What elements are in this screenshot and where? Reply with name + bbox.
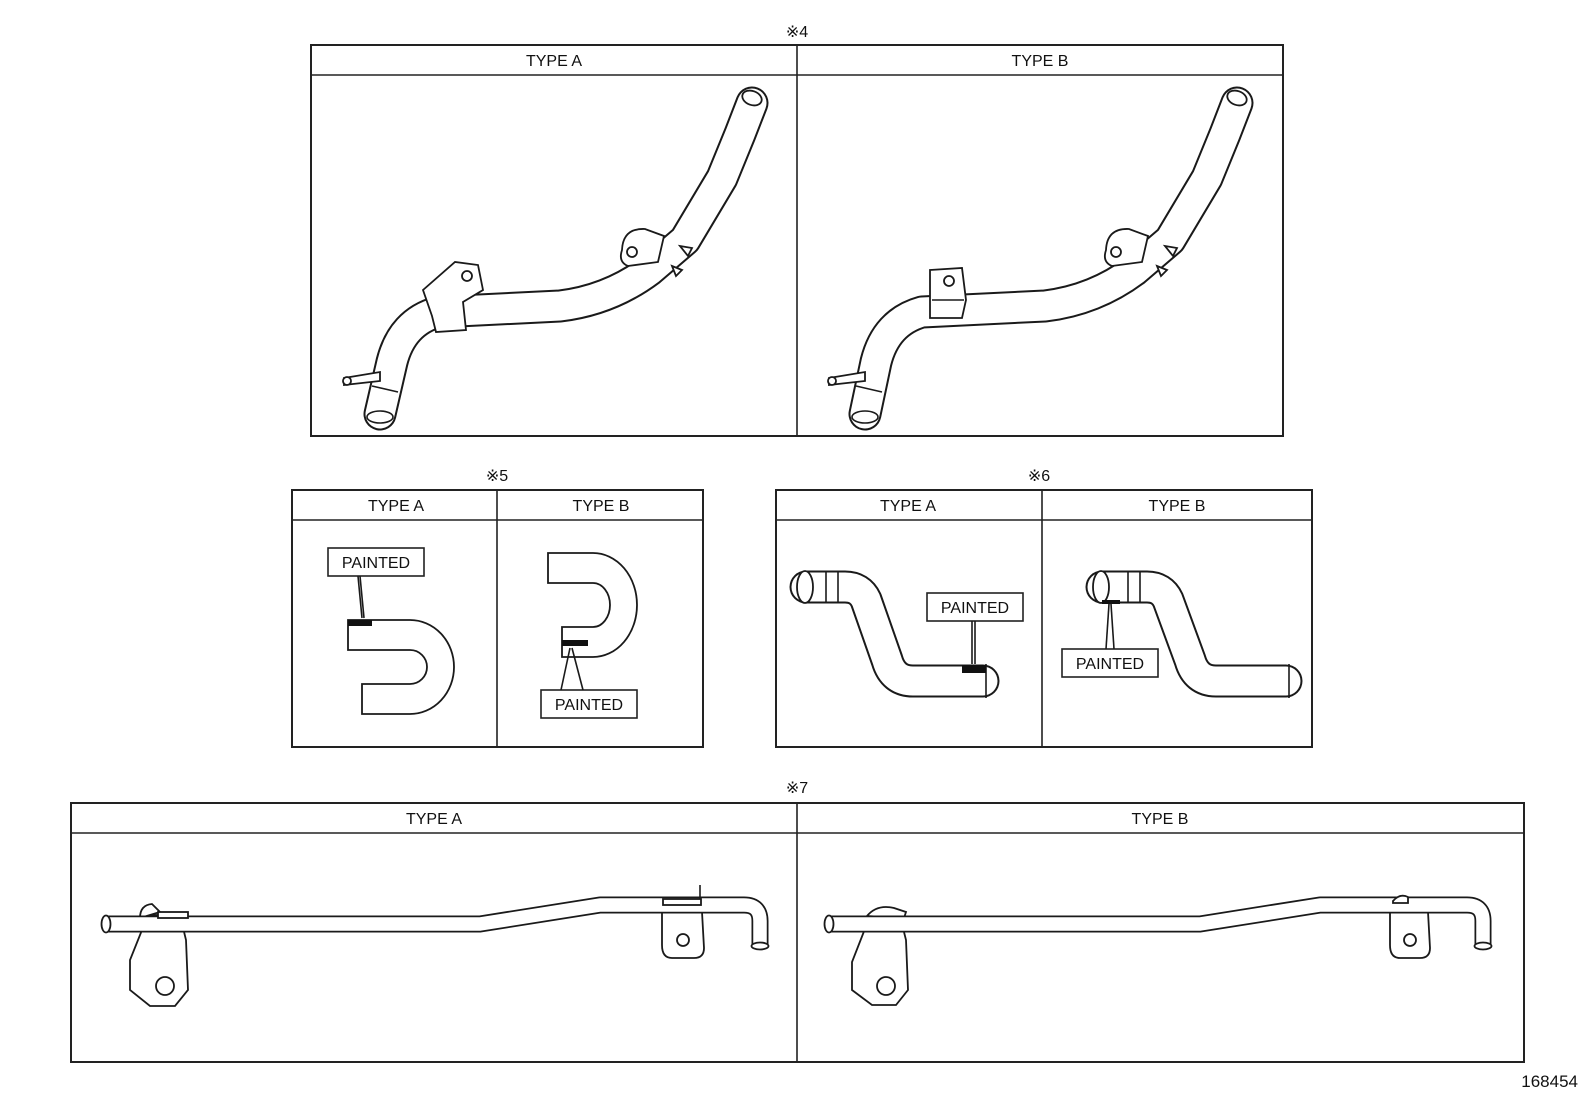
group-5: ※5 TYPE A TYPE B PAINTED PAINTED [291, 468, 704, 748]
group-6-type-b-painted-mark [1102, 600, 1120, 604]
group-7-ref: ※7 [786, 780, 808, 797]
figure-number: 168454 [1521, 1072, 1578, 1091]
group-7-type-b-label: TYPE B [1132, 811, 1189, 828]
group-5-type-b-painted-mark [562, 640, 588, 646]
group-6: ※6 TYPE A TYPE B PAINTED [775, 468, 1313, 748]
group-5-type-a-painted-label: PAINTED [342, 555, 410, 572]
group-4-ref: ※4 [786, 24, 808, 41]
group-5-type-a-label: TYPE A [368, 498, 424, 515]
group-6-type-a-painted-label: PAINTED [941, 600, 1009, 617]
group-6-type-a-hose: PAINTED [789, 570, 1024, 698]
group-6-type-a-painted-mark [962, 665, 986, 673]
group-4-type-b-pipe [827, 86, 1254, 431]
group-5-type-b-label: TYPE B [573, 498, 630, 515]
group-7-type-a-label: TYPE A [406, 811, 462, 828]
group-7: ※7 TYPE A TYPE B [70, 780, 1525, 1063]
group-6-type-b-label: TYPE B [1149, 498, 1206, 515]
group-7-type-b-rod [823, 894, 1493, 1006]
group-4: ※4 TYPE A TYPE B [310, 24, 1284, 437]
group-4-type-a-label: TYPE A [526, 53, 582, 70]
group-6-type-a-label: TYPE A [880, 498, 936, 515]
group-5-type-b-hook: PAINTED [540, 552, 638, 719]
group-7-type-a-rod [100, 885, 770, 1007]
group-5-type-a-painted-mark [348, 620, 372, 626]
group-6-type-b-painted-label: PAINTED [1076, 656, 1144, 673]
group-5-type-b-painted-label: PAINTED [555, 697, 623, 714]
group-5-type-a-hook: PAINTED [327, 547, 455, 715]
group-6-type-b-hose: PAINTED [1061, 570, 1303, 698]
group-4-type-a-pipe [342, 86, 769, 431]
group-4-type-b-label: TYPE B [1012, 53, 1069, 70]
group-5-ref: ※5 [486, 468, 508, 485]
group-6-ref: ※6 [1028, 468, 1050, 485]
